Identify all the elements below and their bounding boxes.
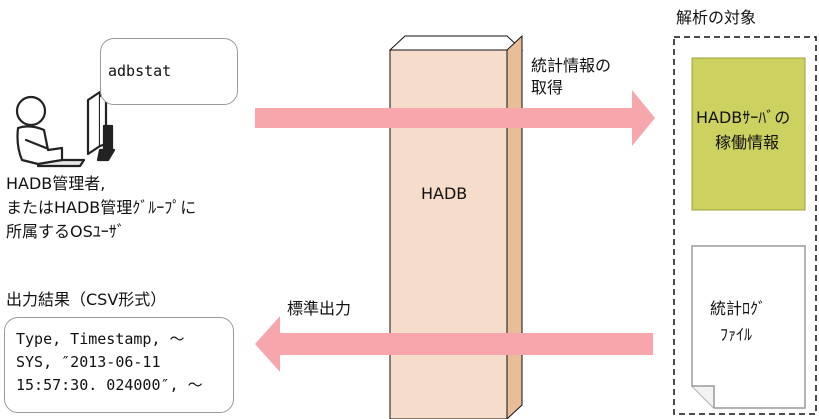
- log-file-icon: [691, 245, 806, 409]
- hadb-server-side: [506, 34, 523, 419]
- user-label-line-3: 所属するOSﾕｰｻﾞ: [6, 222, 125, 241]
- arrow-acquire-stats: [255, 90, 655, 146]
- user-label-line-1: HADB管理者,: [6, 174, 106, 193]
- output-line-2: SYS, ″2013-06-11: [16, 353, 161, 371]
- log-file-line-2: ﾌｧｲﾙ: [720, 325, 753, 344]
- admin-at-computer-icon: [15, 90, 116, 168]
- output-line-3: 15:57:30. 024000″, ～: [16, 376, 203, 394]
- acquire-stats-label-line-1: 統計情報の: [531, 56, 612, 75]
- hadb-server: [388, 34, 524, 419]
- hadb-label: HADB: [421, 184, 468, 203]
- log-file-line-1: 統計ﾛｸﾞ: [710, 299, 767, 318]
- command-bubble: [100, 38, 238, 105]
- live-info-line-1: HADBｻｰﾊﾞの: [696, 108, 791, 127]
- arrow-stdout: [255, 316, 653, 372]
- command-text: adbstat: [108, 62, 172, 80]
- output-title: 出力結果（CSV形式）: [6, 290, 167, 309]
- acquire-stats-label-line-2: 取得: [531, 78, 564, 97]
- analysis-target-frame: [673, 36, 817, 415]
- user-label-line-2: またはHADB管理ｸﾞﾙｰﾌﾟに: [6, 198, 197, 217]
- live-info-box: [691, 57, 806, 211]
- live-info-line-2: 稼働情報: [715, 133, 780, 152]
- stdout-label: 標準出力: [287, 299, 352, 318]
- analysis-target-title: 解析の対象: [676, 8, 757, 27]
- output-line-1: Type, Timestamp, ～: [16, 330, 185, 348]
- output-box: [4, 317, 234, 413]
- hadb-server-face: [389, 49, 508, 419]
- hadb-server-top: [388, 35, 524, 51]
